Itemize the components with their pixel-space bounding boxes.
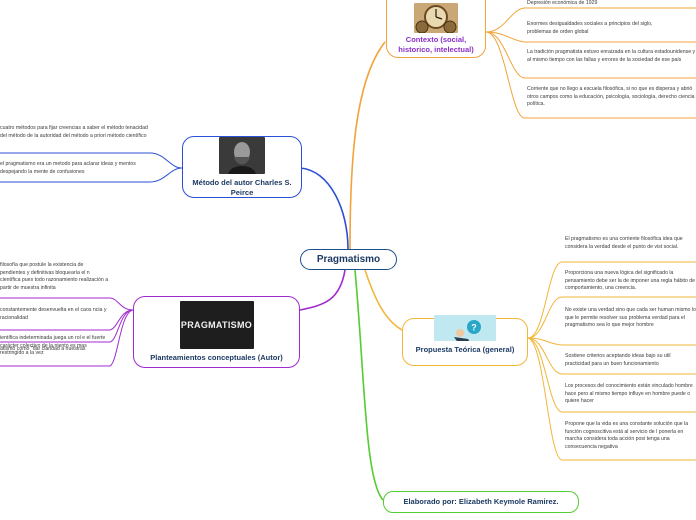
planteamientos-item-2: constantemente desenvuelta en el caos nc… [0, 307, 110, 322]
connector-metodo [300, 168, 348, 249]
metodo-item-2: el pragmatismo era un metodo para aclara… [0, 161, 150, 176]
propuesta-node[interactable]: ? Propuesta Teórica (general) [402, 318, 528, 366]
credit-node[interactable]: Elaborado por: Elizabeth Keymole Ramirez… [383, 491, 579, 513]
metodo-node[interactable]: Método del autor Charles S. Peirce [182, 136, 302, 198]
planteamientos-item-4: atismo como "dar claridad a nuestras [0, 346, 110, 354]
planteamientos-title: Planteamientos conceptuales (Autor) [150, 353, 283, 362]
propuesta-item-4: Sostiene criterios aceptando ideas bajo … [565, 353, 696, 368]
connector-propuesta [365, 270, 402, 330]
propuesta-item-5: Los procesos del conocimiento están vinc… [565, 383, 696, 406]
metodo-item-1: cuatro métodos para fijar creencias a sa… [0, 125, 150, 140]
metodo-title: Método del autor Charles S. Peirce [183, 178, 301, 197]
contexto-node[interactable]: Contexto (social, historico, intelectual… [386, 0, 486, 58]
contexto-item-2: Enormes desigualdades sociales a princip… [527, 21, 677, 36]
person-question-icon: ? [434, 315, 496, 341]
central-topic-label: Pragmatismo [317, 254, 380, 265]
pragmatismo-image-text: PRAGMATISMO [181, 320, 252, 330]
planteamientos-node[interactable]: PRAGMATISMO Planteamientos conceptuales … [133, 296, 300, 368]
planteamientos-item-1: filosofía que postule la existencia de p… [0, 262, 110, 292]
propuesta-item-2: Proporciona una nueva lógica del signifi… [565, 270, 696, 293]
clock-gears-icon [414, 3, 458, 33]
propuesta-title: Propuesta Teórica (general) [416, 345, 515, 354]
propuesta-item-3: No existe una verdad sino que cada ser h… [565, 307, 696, 330]
contexto-item-3: La tradición pragmatista estuvo enraizad… [527, 49, 696, 64]
connector-planteamientos [300, 270, 345, 310]
propuesta-item-6: Propone que la vida es una constante sol… [565, 421, 696, 451]
pragmatismo-book-image: PRAGMATISMO [180, 301, 254, 349]
credit-label: Elaborado por: Elizabeth Keymole Ramirez… [403, 497, 558, 506]
contexto-title: Contexto (social, historico, intelectual… [391, 35, 481, 54]
contexto-item-4: Corriente que no llego a escuela filosóf… [527, 86, 696, 109]
svg-text:?: ? [471, 323, 477, 333]
contexto-item-1: Depresión económica de 1929 [527, 0, 696, 8]
connector-contexto [350, 42, 385, 249]
portrait-icon [219, 137, 265, 174]
propuesta-item-1: El pragmatismo es una corriente filosófi… [565, 236, 696, 251]
central-topic-node[interactable]: Pragmatismo [300, 249, 397, 270]
